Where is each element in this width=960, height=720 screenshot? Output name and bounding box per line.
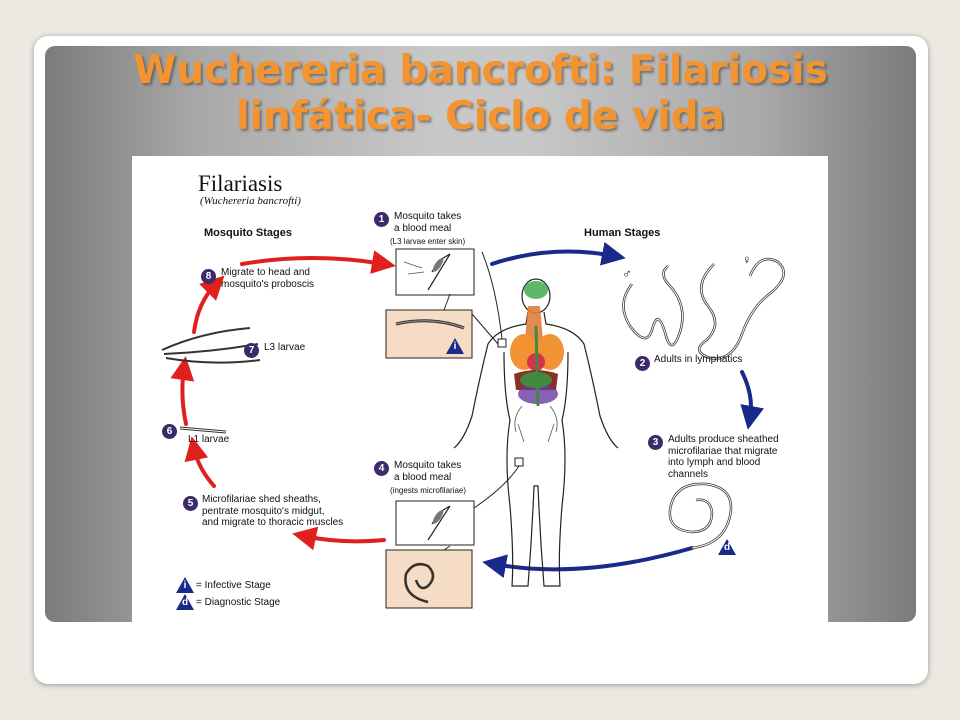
step-5-badge: 5	[183, 496, 198, 511]
legend-infective-text: = Infective Stage	[196, 580, 271, 591]
l1-larva	[179, 426, 227, 434]
slide-title: Wuchereria bancrofti: Filariosis linfáti…	[133, 48, 828, 139]
step-7-badge: 7	[244, 343, 259, 358]
figure-title: Filariasis	[198, 171, 283, 196]
mosquito-stages-heading: Mosquito Stages	[204, 227, 293, 239]
step-5-text: Microfilariae shed sheaths, pentrate mos…	[202, 494, 344, 528]
arrow-to-step-1	[240, 250, 396, 274]
arrow-5-to-6	[184, 436, 216, 488]
legend-diagnostic-icon: d	[176, 594, 194, 610]
diagnostic-stage-marker: d	[718, 539, 736, 555]
life-cycle-figure: Filariasis (Wuchereria bancrofti) Mosqui…	[132, 156, 828, 622]
male-symbol: ♂	[622, 266, 632, 281]
connector-lines	[471, 251, 524, 509]
legend-diagnostic-text: = Diagnostic Stage	[196, 597, 281, 608]
step-2-text: Adults in lymphatics	[654, 354, 743, 365]
female-symbol: ♀	[742, 252, 752, 267]
step-6-text: L1 larvae	[188, 434, 230, 445]
arrow-6-to-7	[170, 356, 195, 426]
arrow-2-to-3	[740, 370, 764, 430]
legend-infective-icon: i	[176, 577, 194, 593]
arrow-4-to-5	[292, 526, 386, 551]
step-8-text: Migrate to head and mosquito's proboscis	[221, 267, 315, 290]
human-stages-heading: Human Stages	[584, 227, 661, 239]
infective-stage-marker: i	[446, 338, 464, 354]
human-cycle-arrows	[482, 241, 764, 578]
arrow-1-to-2	[490, 241, 626, 266]
step-3-text: Adults produce sheathed microfilariae th…	[668, 434, 779, 480]
mosquito-cycle-arrows	[170, 250, 396, 551]
step-8-badge: 8	[201, 269, 216, 284]
step-1-badge: 1	[374, 212, 389, 227]
step-4-badge: 4	[374, 461, 389, 476]
step-1-mosquito-box	[395, 248, 475, 296]
step-4-note: (ingests microfilariae)	[390, 486, 467, 495]
arrow-7-to-8	[192, 275, 225, 334]
step-1-note: (L3 larvae enter skin)	[390, 237, 466, 246]
step-3-badge: 3	[648, 435, 663, 450]
step-6-badge: 6	[162, 424, 177, 439]
step-4-text: Mosquito takes a blood meal	[394, 460, 462, 483]
arrow-3-to-4	[482, 546, 694, 578]
adult-worms	[622, 257, 785, 360]
life-cycle-artwork	[161, 241, 785, 609]
human-organs	[510, 281, 564, 443]
sheathed-microfilaria	[668, 482, 733, 550]
figure-subtitle: (Wuchereria bancrofti)	[200, 195, 301, 207]
step-1-text: Mosquito takes a blood meal	[394, 211, 462, 234]
step-2-badge: 2	[635, 356, 650, 371]
step-4-microfilaria-panel	[385, 545, 473, 609]
step-7-text: L3 larvae	[264, 342, 306, 353]
step-4-mosquito-box	[395, 500, 475, 546]
